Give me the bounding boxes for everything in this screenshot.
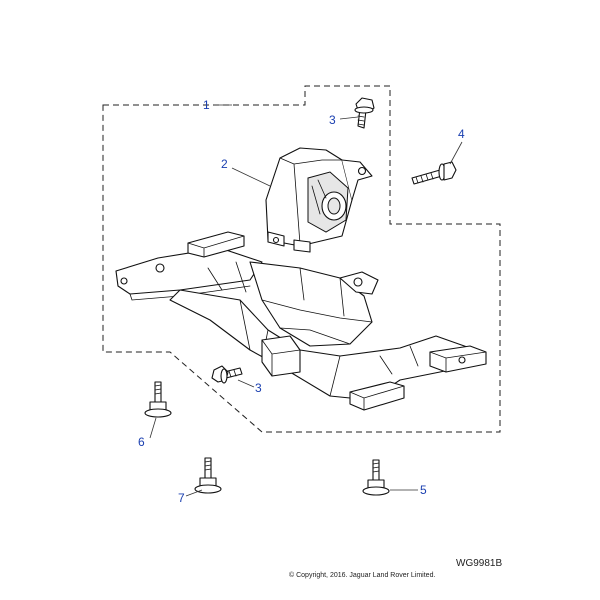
leader-lines [149, 104, 463, 497]
crossmember [115, 231, 487, 411]
drawing-reference: WG9981B [456, 558, 503, 569]
stud-7 [194, 457, 222, 494]
bolt-4 [411, 161, 457, 185]
callout-3-upper: 3 [329, 113, 336, 127]
callout-2: 2 [221, 157, 228, 171]
callout-1: 1 [203, 98, 210, 112]
stud-5 [362, 459, 390, 496]
copyright-notice: © Copyright, 2016. Jaguar Land Rover Lim… [289, 572, 436, 579]
callout-4: 4 [458, 127, 465, 141]
callout-5: 5 [420, 483, 427, 497]
bolt-3-lower [211, 365, 243, 384]
callout-3-lower: 3 [255, 381, 262, 395]
engine-mount [265, 147, 373, 253]
callout-7: 7 [178, 491, 185, 505]
bolt-3-upper [354, 97, 375, 129]
stud-6 [144, 381, 172, 418]
callout-6: 6 [138, 435, 145, 449]
assembly-boundary [102, 85, 501, 433]
